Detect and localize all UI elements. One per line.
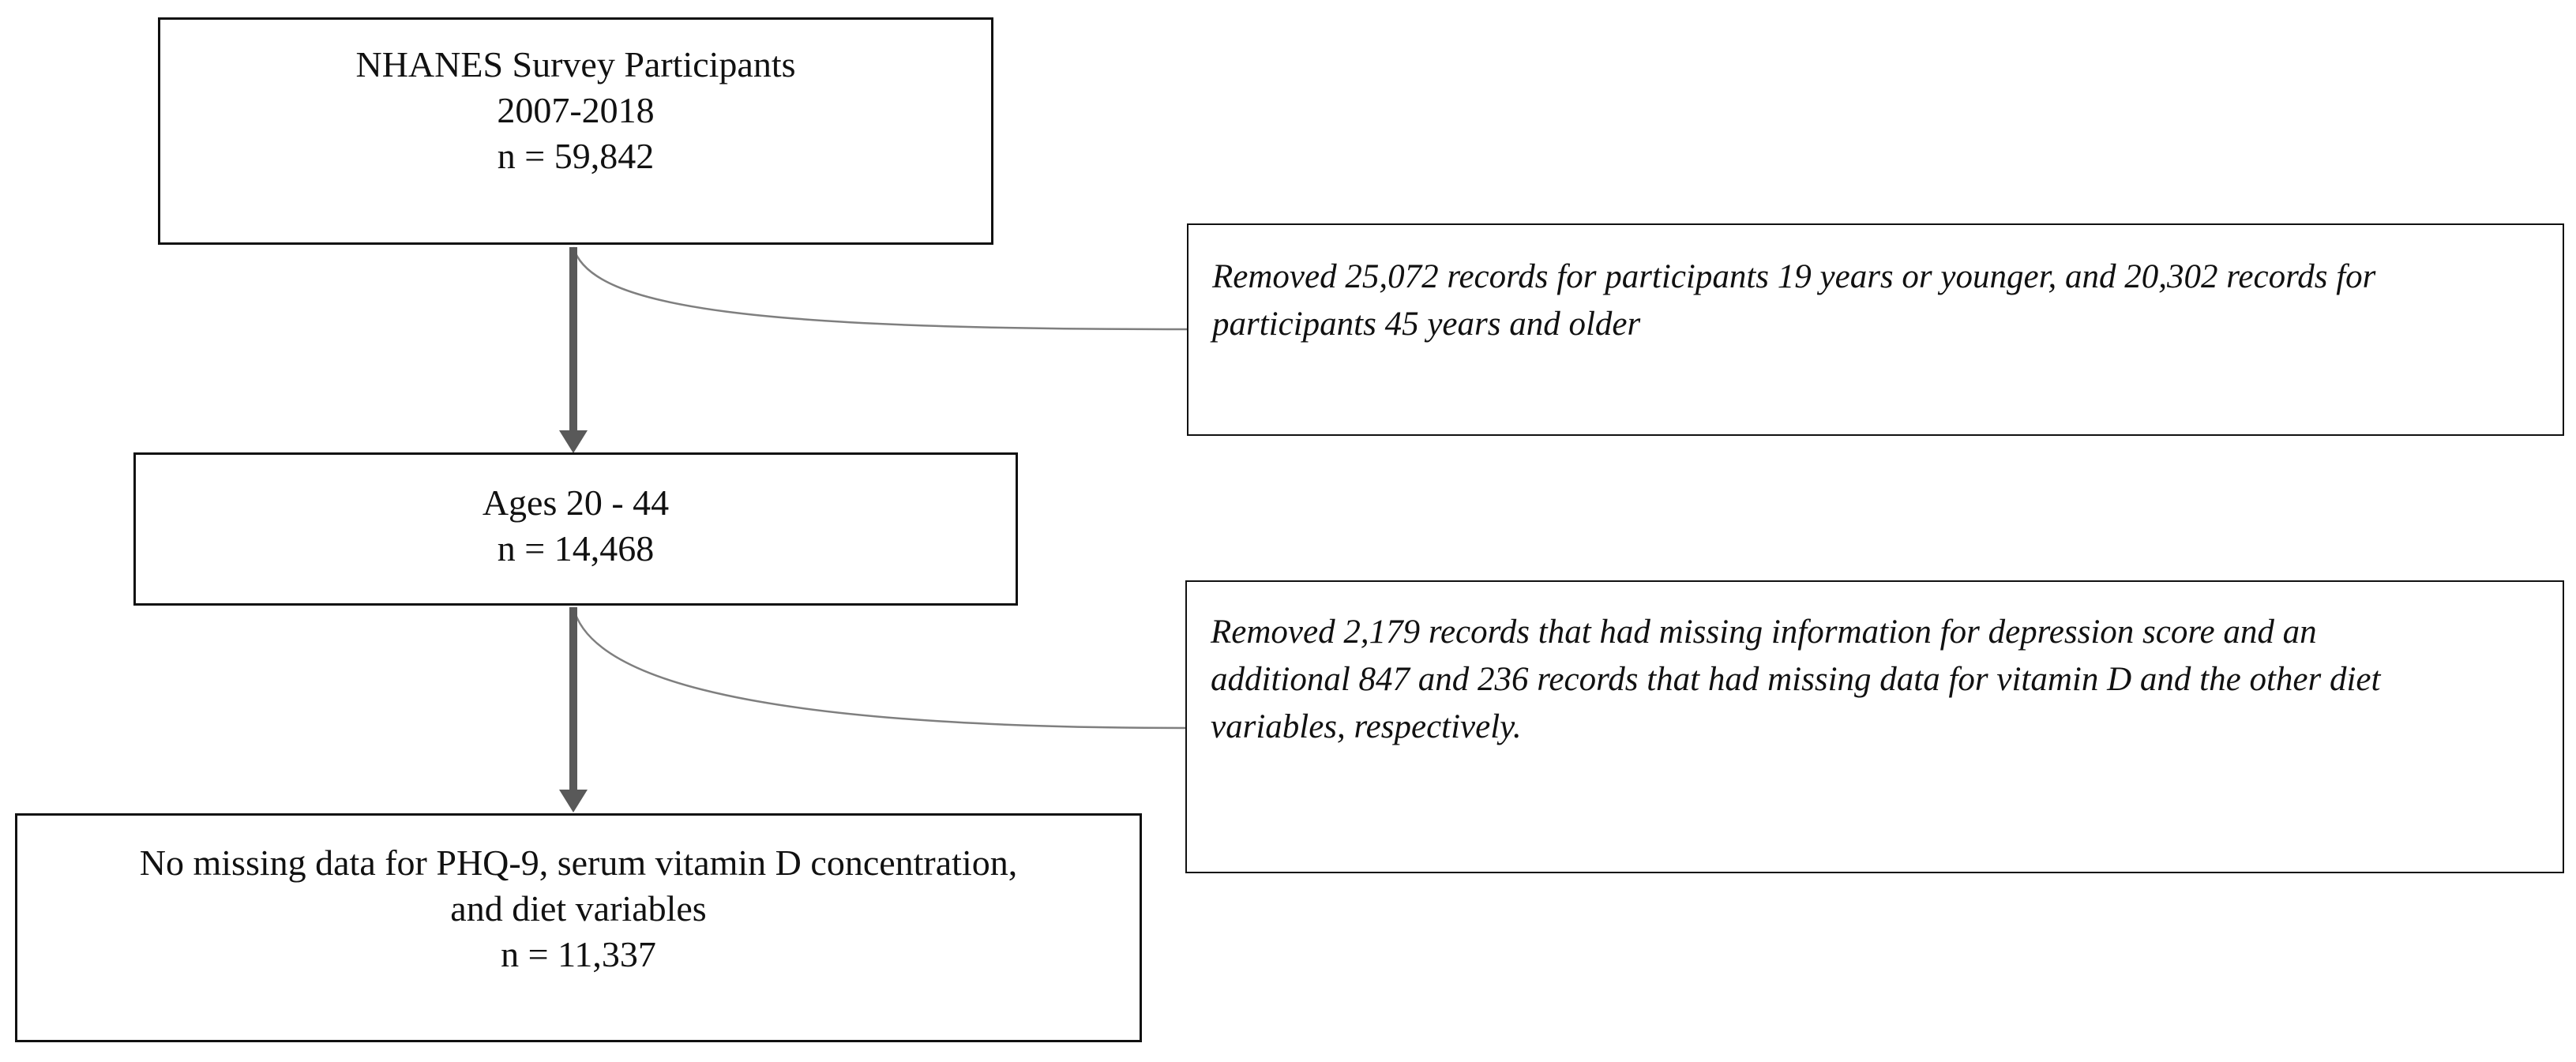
bottom-box-line-3: n = 11,337 <box>501 934 656 974</box>
exclusion-note-2-line-3: variables, respectively. <box>1211 708 1522 745</box>
arrow-head-1-icon <box>559 430 588 453</box>
exclusion-note-2-line-1: Removed 2,179 records that had missing i… <box>1211 614 2317 651</box>
middle-box: Ages 20 - 44 n = 14,468 <box>133 452 1018 606</box>
arrow-head-2-icon <box>559 790 588 812</box>
exclusion-note-1: Removed 25,072 records for participants … <box>1187 223 2564 436</box>
connector-curve-2 <box>572 606 1188 730</box>
bottom-box-line-2: and diet variables <box>450 888 707 929</box>
top-box: NHANES Survey Participants 2007-2018 n =… <box>158 17 993 245</box>
middle-box-line-2: n = 14,468 <box>497 528 655 569</box>
middle-box-line-1: Ages 20 - 44 <box>482 482 670 523</box>
exclusion-note-2-line-2: additional 847 and 236 records that had … <box>1211 661 2381 698</box>
top-box-line-1: NHANES Survey Participants <box>355 44 796 84</box>
bottom-box-line-1: No missing data for PHQ-9, serum vitamin… <box>139 842 1018 883</box>
top-box-line-2: 2007-2018 <box>497 90 655 130</box>
bottom-box: No missing data for PHQ-9, serum vitamin… <box>15 813 1142 1042</box>
exclusion-note-2: Removed 2,179 records that had missing i… <box>1185 580 2564 873</box>
connector-curve-1 <box>572 246 1190 331</box>
exclusion-note-1-line-1: Removed 25,072 records for participants … <box>1212 258 2376 295</box>
top-box-line-3: n = 59,842 <box>497 136 655 176</box>
exclusion-note-1-line-2: participants 45 years and older <box>1212 306 1641 343</box>
